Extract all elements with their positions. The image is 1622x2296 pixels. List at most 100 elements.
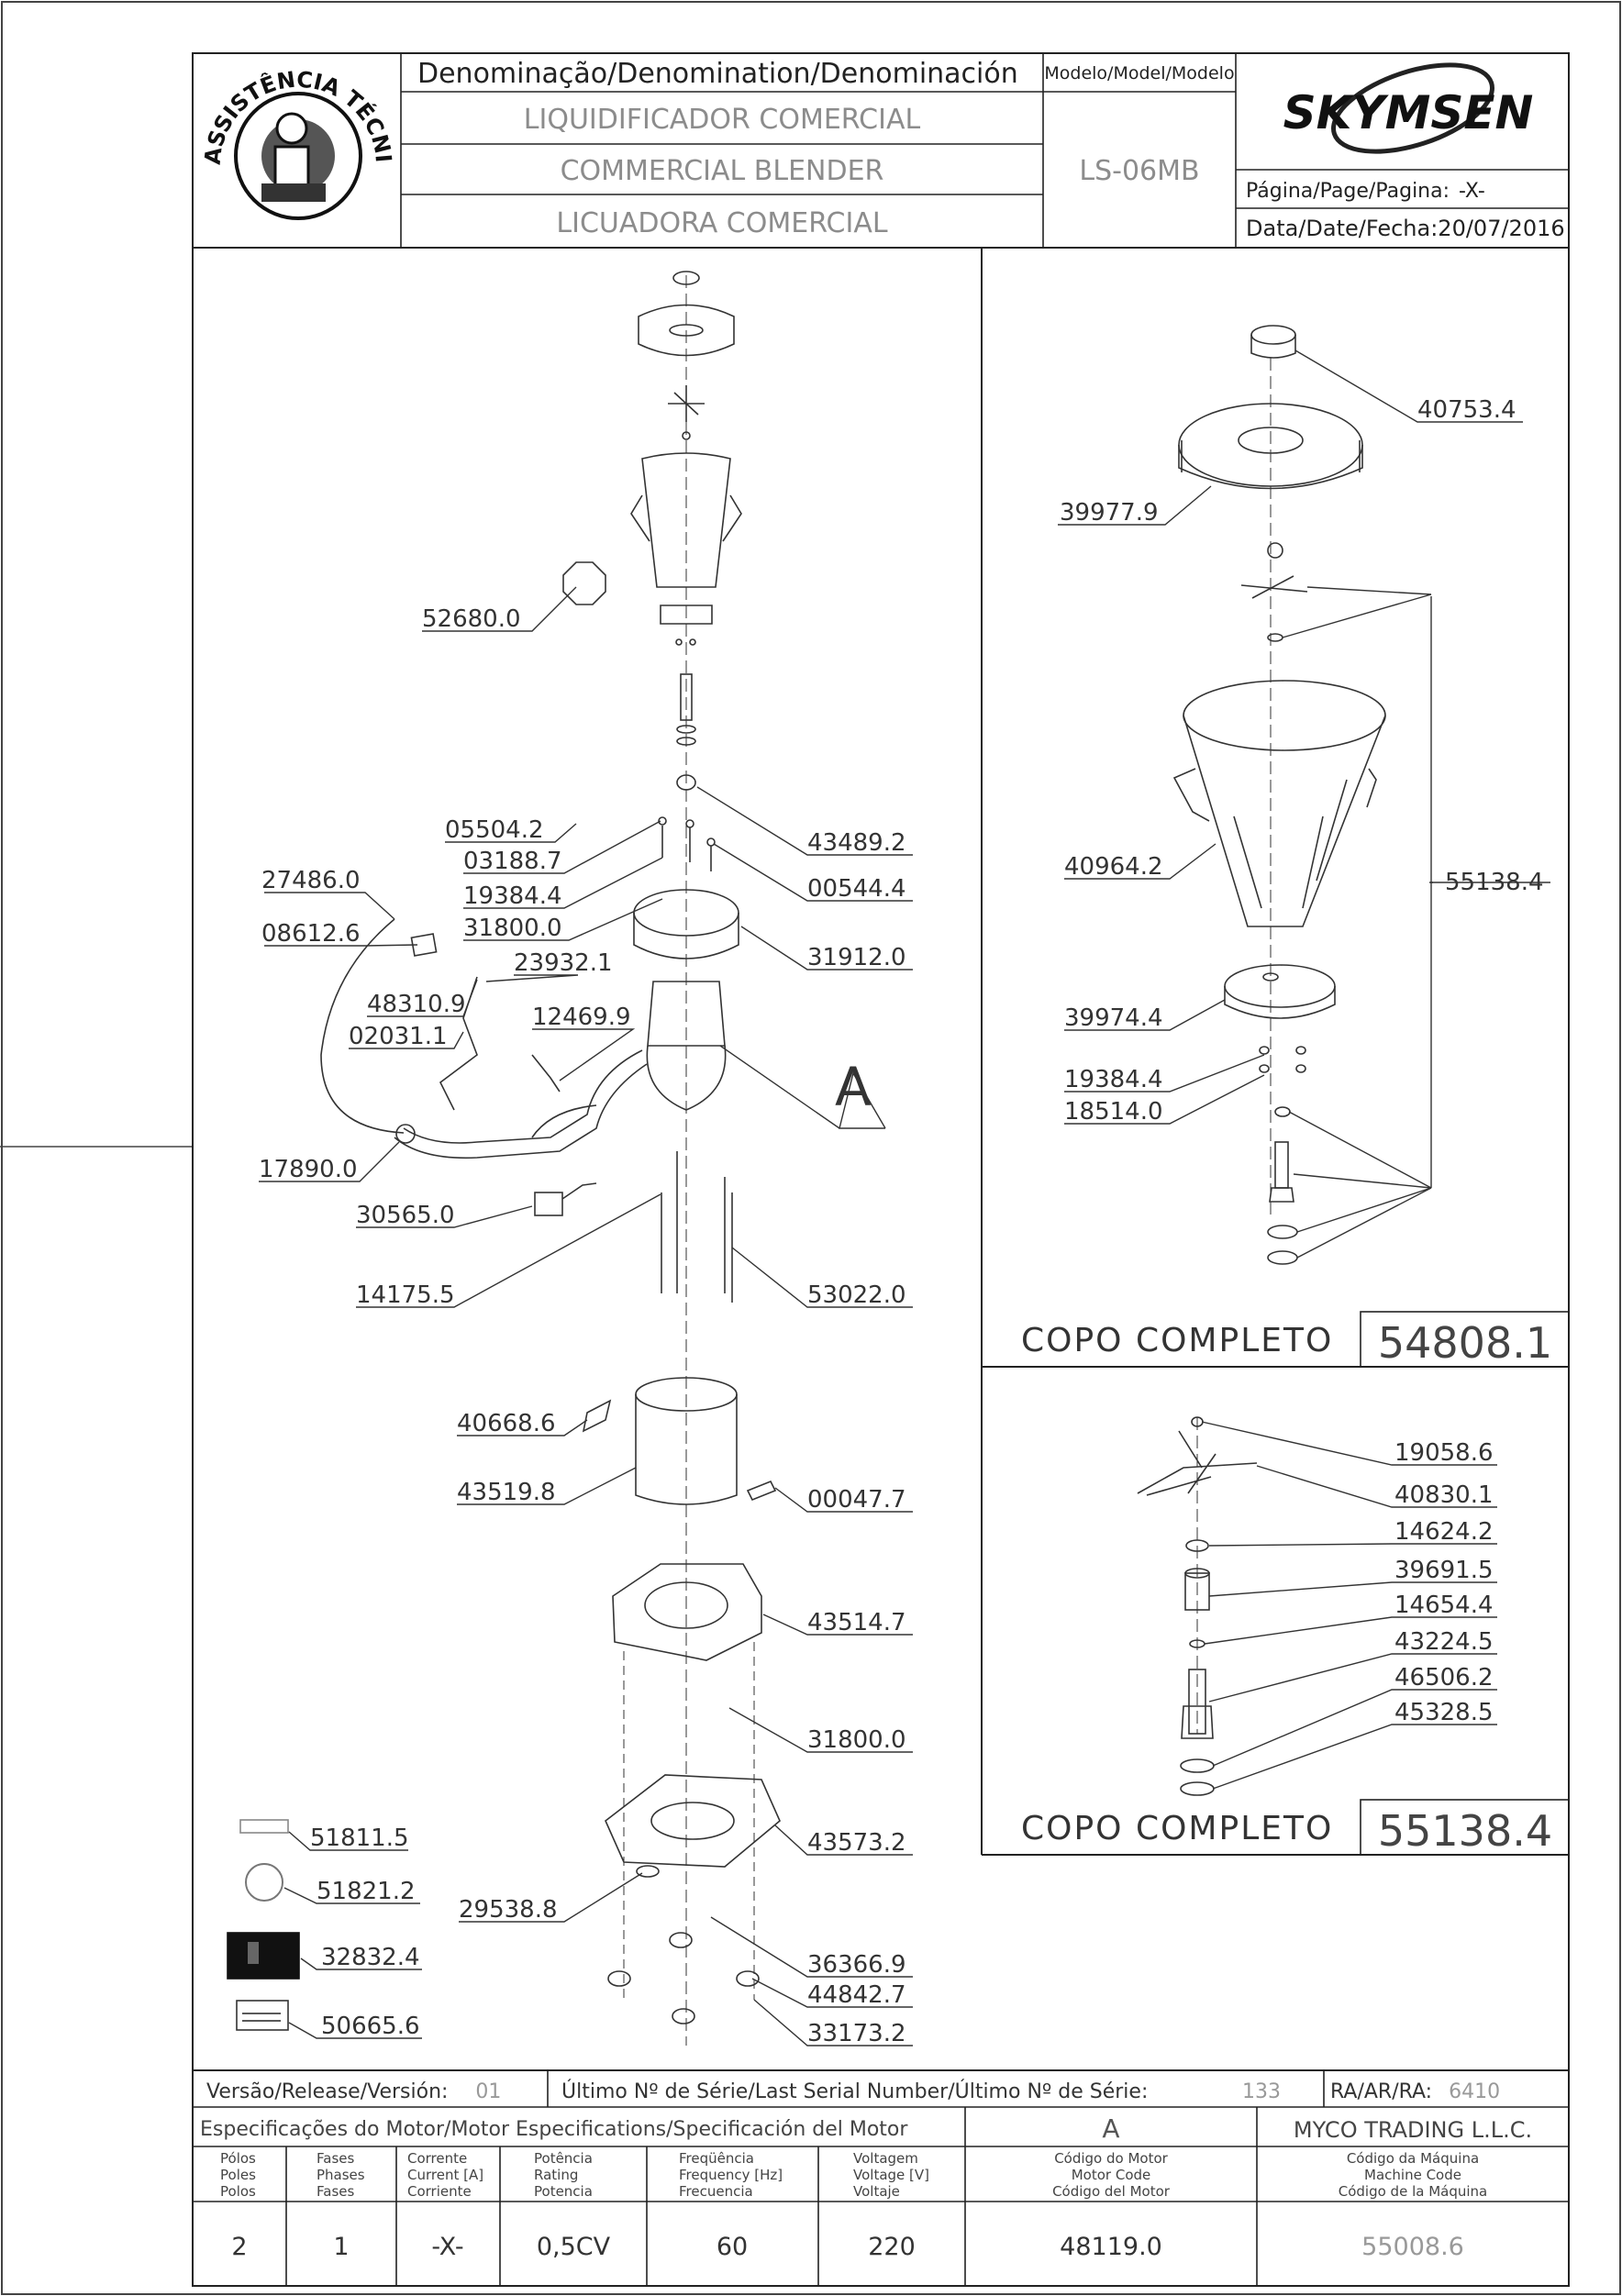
spec-header: Corriente [407, 2183, 472, 2200]
part-label: 43519.8 [457, 1479, 556, 1506]
sticker-51821-2-icon [245, 1863, 283, 1902]
footer-grid [193, 2069, 1569, 2286]
part-label: 23932.1 [514, 949, 613, 977]
ra-label: RA/AR/RA: [1330, 2080, 1432, 2103]
part-label: 31800.0 [463, 915, 562, 942]
sticker-32832-4-icon [227, 1932, 300, 1980]
spec-value-phases: 1 [333, 2233, 349, 2261]
part-label: 51811.5 [310, 1825, 409, 1852]
page-label: Página/Page/Pagina: [1246, 180, 1450, 203]
copo-panels [981, 248, 1570, 1856]
part-label: 14654.4 [1394, 1592, 1494, 1619]
name-en: COMMERCIAL BLENDER [561, 155, 884, 187]
company-name: MYCO TRADING L.L.C. [1294, 2117, 1532, 2143]
part-label: 18514.0 [1064, 1098, 1163, 1126]
main-part-labels: 52680.0 05504.2 03188.7 43489.2 27486.0 … [259, 605, 906, 2047]
part-label: 51821.2 [317, 1878, 416, 1905]
spec-header: Pólos [220, 2150, 256, 2167]
spec-headers: Pólos Poles Polos Fases Phases Fases Cor… [220, 2150, 1487, 2200]
copo-1-labels: 40753.4 39977.9 40964.2 55138.4 39974.4 … [1021, 396, 1552, 1368]
part-label: 19384.4 [1064, 1066, 1163, 1093]
copo-2-title: COPO COMPLETO [1021, 1810, 1333, 1847]
svg-text:RA/AR/RA:6410: RA/AR/RA: 6410 [1330, 2080, 1500, 2103]
brand-logo: SKYMSEN [1283, 62, 1534, 154]
brand-name: SKYMSEN [1283, 86, 1534, 139]
denomination-label: Denominação/Denomination/Denominación [417, 58, 1018, 90]
part-label: 14175.5 [356, 1281, 455, 1309]
serial-value: 133 [1242, 2080, 1281, 2103]
part-label: 40668.6 [457, 1410, 556, 1437]
part-label: 31912.0 [807, 944, 906, 971]
title-block [193, 53, 1569, 249]
name-pt: LIQUIDIFICADOR COMERCIAL [524, 104, 921, 136]
version-label: Versão/Release/Versión: [206, 2080, 448, 2103]
sticker-51811-5-icon [239, 1819, 289, 1834]
part-label: 43514.7 [807, 1609, 906, 1636]
part-label: 00047.7 [807, 1486, 906, 1514]
part-label: 43489.2 [807, 829, 906, 857]
part-label: 19384.4 [463, 882, 562, 910]
part-label: 53022.0 [807, 1281, 906, 1309]
spec-header: Voltagem [853, 2150, 918, 2167]
copo-1-code: 54808.1 [1378, 1318, 1552, 1368]
part-label: 03188.7 [463, 848, 562, 875]
part-label: 40964.2 [1064, 853, 1163, 881]
spec-values: 2 1 -X- 0,5CV 60 220 48119.0 55008.6 [231, 2233, 1463, 2261]
part-label: 39977.9 [1060, 499, 1159, 527]
part-label: 30565.0 [356, 1202, 455, 1229]
part-label: 29538.8 [459, 1896, 558, 1924]
part-label: 17890.0 [259, 1156, 358, 1183]
spec-value-machine-code: 55008.6 [1361, 2233, 1464, 2261]
spec-value-motor-code: 48119.0 [1060, 2233, 1162, 2261]
assistencia-tecnica-stamp: ASSISTÊNCIA TÉCNICA AUTORIZADA [0, 0, 396, 220]
spec-header: Código da Máquina [1347, 2150, 1479, 2167]
stamp-text: ASSISTÊNCIA TÉCNICA AUTORIZADA [0, 0, 396, 166]
motor-reference-letter: A [835, 1056, 872, 1118]
part-label: 44842.7 [807, 1981, 906, 2009]
part-label: 39974.4 [1064, 1004, 1163, 1032]
copo-2-code: 55138.4 [1378, 1806, 1552, 1856]
part-label: 43573.2 [807, 1829, 906, 1857]
spec-header: Phases [317, 2167, 365, 2183]
part-label: 08612.6 [261, 920, 361, 948]
part-label: 00544.4 [807, 875, 906, 903]
spec-header: Código de la Máquina [1339, 2183, 1487, 2200]
spec-header: Código del Motor [1052, 2183, 1171, 2200]
part-label: 12469.9 [532, 1004, 631, 1031]
part-label: 33173.2 [807, 2020, 906, 2047]
spec-header: Machine Code [1364, 2167, 1461, 2183]
name-es: LICUADORA COMERCIAL [556, 207, 887, 239]
part-label: 19058.6 [1394, 1439, 1494, 1467]
part-label: 50665.6 [321, 2013, 420, 2040]
part-label: 52680.0 [422, 605, 521, 633]
part-label: 45328.5 [1394, 1699, 1494, 1726]
spec-header: Rating [534, 2167, 578, 2183]
copo-2-view [1137, 1416, 1258, 1796]
copo-1-title: COPO COMPLETO [1021, 1322, 1333, 1359]
part-label: 36366.9 [807, 1951, 906, 1979]
part-label: 14624.2 [1394, 1518, 1494, 1546]
part-label: 48310.9 [367, 991, 466, 1018]
part-label: 43224.5 [1394, 1628, 1494, 1656]
svg-text:Página/Page/Pagina:-X-: Página/Page/Pagina: -X- [1246, 180, 1485, 203]
svg-text:ASSISTÊNCIA TÉCNICA AUTORIZADA: ASSISTÊNCIA TÉCNICA AUTORIZADA [0, 0, 396, 166]
part-label: 40830.1 [1394, 1481, 1494, 1509]
spec-header: Potencia [534, 2183, 593, 2200]
svg-text:Versão/Release/Versión:01: Versão/Release/Versión:01 [206, 2080, 501, 2103]
spec-value-rating: 0,5CV [537, 2233, 611, 2261]
page-value: -X- [1459, 180, 1485, 203]
part-label: 40753.4 [1417, 396, 1516, 424]
part-label: 39691.5 [1394, 1557, 1494, 1584]
spec-value-frequency: 60 [717, 2233, 748, 2261]
copo-2-labels: 19058.6 40830.1 14624.2 39691.5 14654.4 … [1021, 1439, 1552, 1856]
spec-value-current: -X- [431, 2233, 463, 2261]
spec-header: Fases [317, 2150, 354, 2167]
motor-letter: A [1102, 2113, 1119, 2144]
spec-header: Frecuencia [679, 2183, 753, 2200]
ra-value: 6410 [1449, 2080, 1500, 2103]
leader-lines [259, 349, 1550, 2046]
copo-1-view [1172, 325, 1386, 1265]
main-exploded-view [320, 271, 781, 2046]
